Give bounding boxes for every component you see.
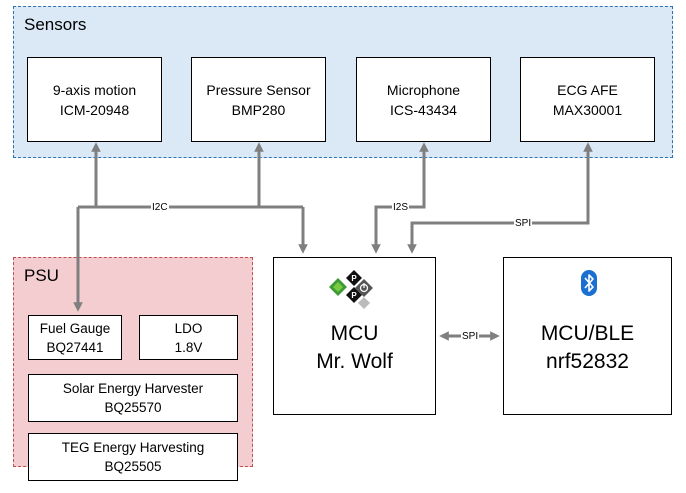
solar-harvester-name: Solar Energy Harvester [62,381,204,396]
spi-link-label: SPI [461,331,480,342]
fuel-gauge-part: BQ27441 [46,339,104,355]
solar-harvester-box[interactable]: Solar Energy Harvester BQ25570 [28,374,238,422]
psu-title: PSU [24,266,59,285]
spi-ecg-label: SPI [514,218,533,229]
mcu-ble-title: MCU/BLE [540,322,635,345]
teg-harvester-part: BQ25505 [104,459,162,474]
svg-text:P: P [351,274,357,283]
fuel-gauge-box[interactable]: Fuel Gauge BQ27441 [28,315,122,360]
mcu-wolf-name: Mr. Wolf [316,350,393,373]
teg-harvester-name: TEG Energy Harvesting [61,440,205,455]
sensor-pressure[interactable]: Pressure Sensor BMP280 [191,57,326,142]
sensor-motion[interactable]: 9-axis motion ICM-20948 [27,57,162,142]
sensor-pressure-name: Pressure Sensor [206,81,311,98]
ldo-box[interactable]: LDO 1.8V [139,315,238,360]
svg-text:P: P [351,291,357,300]
teg-harvester-box[interactable]: TEG Energy Harvesting BQ25505 [28,433,238,481]
sensor-pressure-part: BMP280 [231,101,286,118]
sensors-title: Sensors [24,15,87,34]
sensor-motion-part: ICM-20948 [59,101,130,118]
i2c-label: I2C [151,202,169,213]
sensor-ecg-part: MAX30001 [552,101,623,118]
solar-harvester-part: BQ25570 [104,400,162,415]
ldo-voltage: 1.8V [174,339,203,355]
mcu-ble-box[interactable]: MCU/BLE nrf52832 [503,257,672,415]
fuel-gauge-name: Fuel Gauge [39,320,111,336]
bluetooth-icon [581,270,597,296]
ldo-name: LDO [174,320,203,336]
pulp-logo-icon: P P [329,270,373,309]
sensor-microphone-part: ICS-43434 [390,101,457,118]
sensor-microphone-name: Microphone [386,81,461,98]
psu-group: PSU [13,257,253,467]
sensor-ecg-name: ECG AFE [557,81,618,98]
sensor-ecg[interactable]: ECG AFE MAX30001 [520,57,655,142]
sensor-motion-name: 9-axis motion [52,81,137,98]
sensor-microphone[interactable]: Microphone ICS-43434 [356,57,491,142]
mcu-wolf-title: MCU [330,322,379,345]
mcu-wolf-box[interactable]: P P MCU Mr. Wolf [273,257,436,415]
i2s-mic-to-mcu [371,142,429,254]
spi-ecg-to-mcu [407,142,593,254]
mcu-ble-name: nrf52832 [546,350,629,373]
i2s-label: I2S [392,202,410,213]
